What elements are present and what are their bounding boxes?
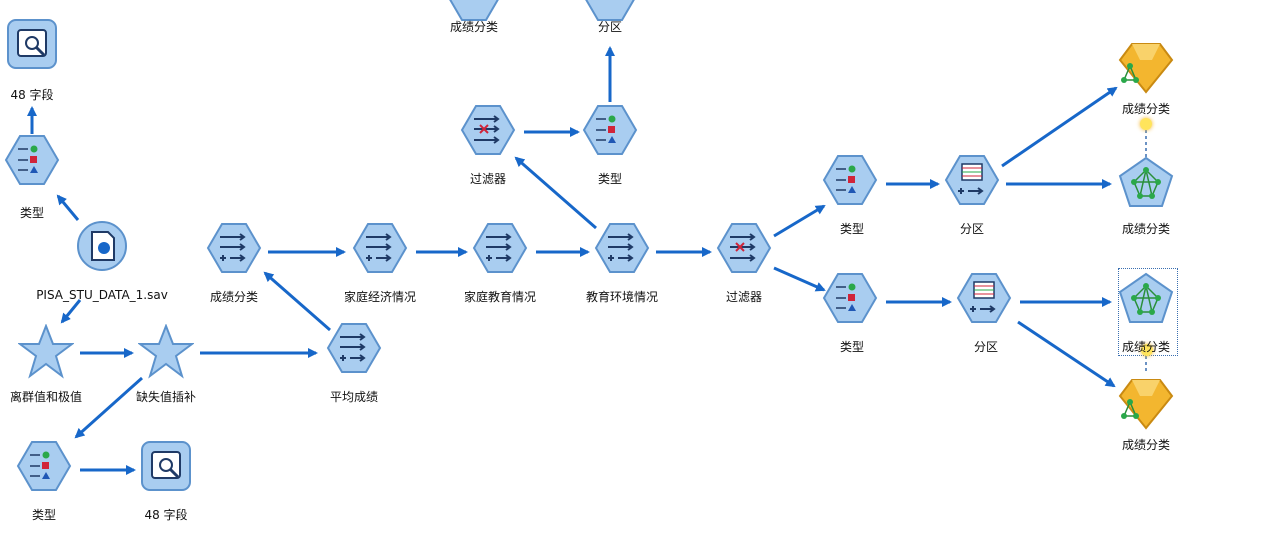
model-nugget-icon[interactable] <box>1118 40 1178 96</box>
node-label: PISA_STU_DATA_1.sav <box>36 288 168 302</box>
node-label: 缺失值插补 <box>135 390 197 404</box>
sparkle-icon <box>1141 344 1153 356</box>
link <box>56 194 80 221</box>
node-label: 成绩分类 <box>449 20 499 34</box>
node-label: 过滤器 <box>469 172 507 186</box>
derive-icon[interactable] <box>206 222 266 278</box>
node-label: 48 字段 <box>10 88 54 102</box>
node-label: 成绩分类 <box>1121 340 1171 354</box>
node-label: 平均成绩 <box>329 390 379 404</box>
derive-icon[interactable] <box>594 222 654 278</box>
star-icon[interactable] <box>138 324 198 380</box>
node-label: 分区 <box>959 222 985 236</box>
filter-icon[interactable] <box>460 104 520 160</box>
node-label: 成绩分类 <box>1121 102 1171 116</box>
node-label: 成绩分类 <box>1121 438 1171 452</box>
table-icon[interactable] <box>4 18 64 74</box>
node-label: 类型 <box>597 172 623 186</box>
link <box>514 156 597 230</box>
link <box>1001 86 1118 168</box>
partition-icon[interactable] <box>944 154 1004 210</box>
filter-icon[interactable] <box>716 222 776 278</box>
node-label: 分区 <box>973 340 999 354</box>
node-label: 成绩分类 <box>1121 222 1171 236</box>
node-label: 类型 <box>31 508 57 522</box>
spss-file-icon[interactable] <box>74 220 134 276</box>
node-label: 类型 <box>839 222 865 236</box>
derive-icon[interactable] <box>352 222 412 278</box>
model-icon[interactable] <box>446 0 506 26</box>
link <box>60 299 82 324</box>
star-icon[interactable] <box>18 324 78 380</box>
node-label: 离群值和极值 <box>9 390 83 404</box>
node-label: 分区 <box>597 20 623 34</box>
partition-icon[interactable] <box>956 272 1016 328</box>
node-label: 类型 <box>839 340 865 354</box>
node-label: 家庭经济情况 <box>343 290 417 304</box>
partition-icon[interactable] <box>582 0 642 26</box>
type-icon[interactable] <box>16 440 76 496</box>
type-icon[interactable] <box>582 104 642 160</box>
node-label: 类型 <box>19 206 45 220</box>
node-label: 成绩分类 <box>209 290 259 304</box>
neural-net-icon[interactable] <box>1118 156 1178 212</box>
type-icon[interactable] <box>4 134 64 190</box>
table-icon[interactable] <box>138 440 198 496</box>
link <box>773 204 826 238</box>
node-label: 过滤器 <box>725 290 763 304</box>
link <box>74 376 143 439</box>
node-label: 家庭教育情况 <box>463 290 537 304</box>
node-label: 48 字段 <box>144 508 188 522</box>
link <box>773 266 826 292</box>
link <box>1017 320 1116 388</box>
node-label: 教育环境情况 <box>585 290 659 304</box>
derive-icon[interactable] <box>326 322 386 378</box>
derive-icon[interactable] <box>472 222 532 278</box>
sparkle-icon <box>1140 118 1152 130</box>
model-nugget-icon[interactable] <box>1118 376 1178 432</box>
type-icon[interactable] <box>822 272 882 328</box>
link <box>263 271 331 332</box>
neural-net-icon[interactable] <box>1118 272 1178 328</box>
type-icon[interactable] <box>822 154 882 210</box>
